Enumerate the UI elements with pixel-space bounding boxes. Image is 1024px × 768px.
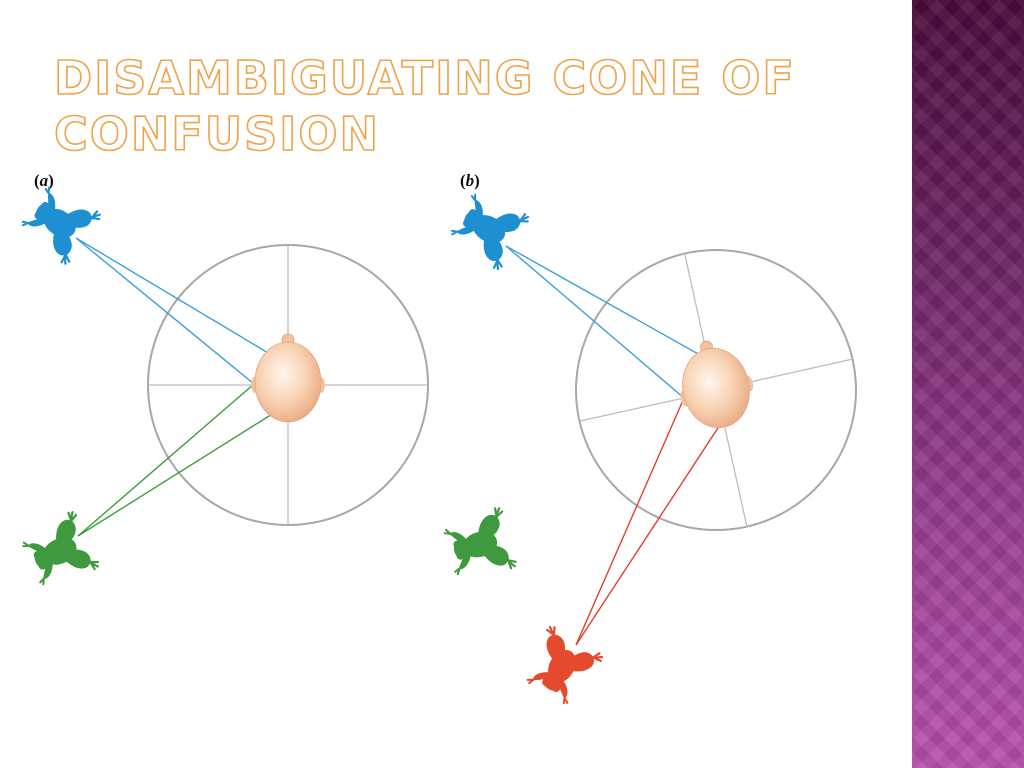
panel-a-spokes [148,245,428,525]
panel-b-blue-frog [445,185,532,272]
decorative-side-band [912,0,1024,768]
slide-title: Disambiguating Cone of Confusion [53,50,796,162]
panel-b-red-frog [518,623,605,710]
panel-a: (a) [15,171,429,594]
panel-a-head [251,333,325,423]
panel-b-spokes [579,254,854,528]
panel-b-circle [575,249,857,531]
panel-a-green-frog [17,509,102,594]
panel-b-label: (b) [460,171,480,190]
panel-a-blue-frog [15,178,104,267]
panel-a-label: (a) [34,171,54,190]
panel-b-green-frog [440,505,519,584]
panel-b-head [680,340,754,429]
cone-of-confusion-figure: (a) (b) [15,171,857,710]
panel-b: (b) [440,171,857,710]
